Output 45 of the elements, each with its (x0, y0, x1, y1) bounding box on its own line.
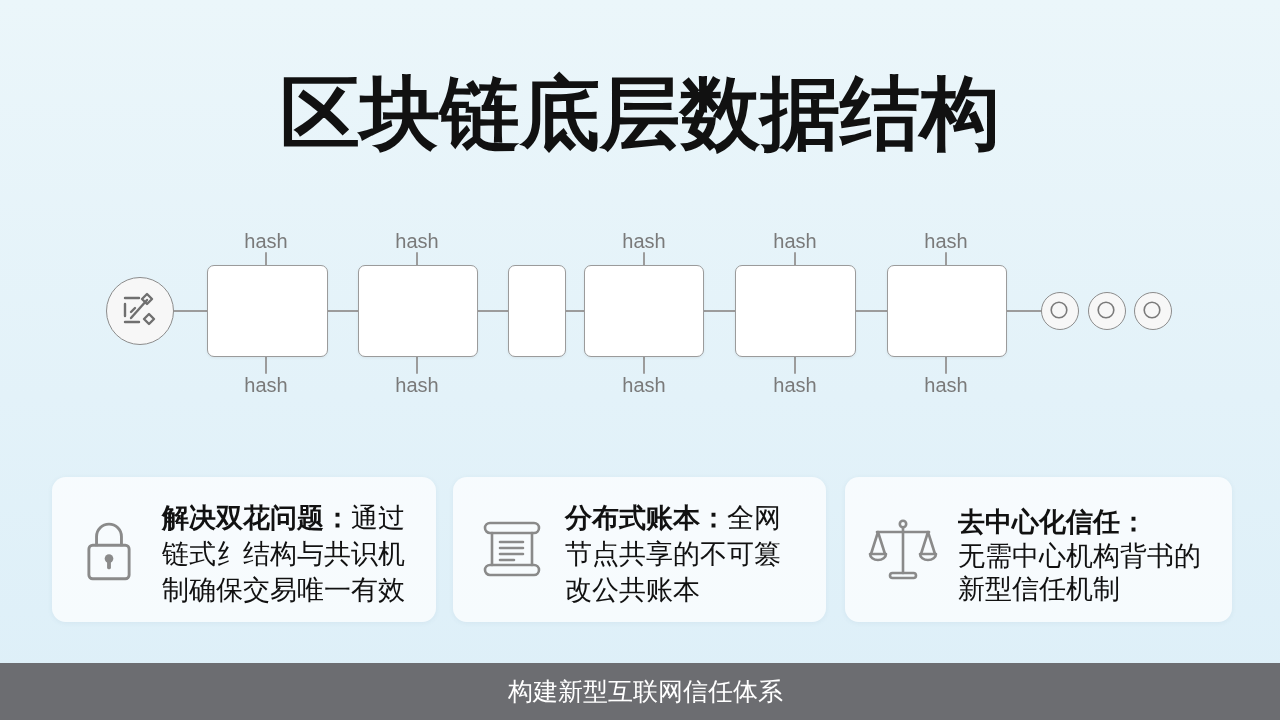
card-text: 解决双花问题：通过链式纟结构与共识机制确保交易唯一有效 (162, 501, 406, 607)
hash-label: hash (395, 229, 439, 253)
card-text: 无需中心机构背书的新型信任机制 (958, 539, 1202, 605)
leader-line (643, 252, 645, 266)
leader-line (416, 252, 418, 266)
hash-label: hash (924, 229, 968, 253)
info-card (453, 477, 826, 622)
chain-link-line (173, 310, 208, 312)
ring-circle (1088, 292, 1126, 330)
leader-line (794, 252, 796, 266)
chain-link-line (1006, 310, 1042, 312)
chain-link-line (327, 310, 359, 312)
chain-link-line (703, 310, 736, 312)
hash-label: hash (622, 229, 666, 253)
block-box (207, 265, 328, 357)
hash-label: hash (622, 373, 666, 397)
hash-label: hash (924, 373, 968, 397)
info-card (52, 477, 436, 622)
block-box (735, 265, 856, 357)
hash-label: hash (244, 373, 288, 397)
leader-line (794, 356, 796, 374)
block-box (887, 265, 1007, 357)
hash-label: hash (773, 373, 817, 397)
leader-line (416, 356, 418, 374)
leader-line (265, 356, 267, 374)
hash-label: hash (244, 229, 288, 253)
caption: 构建新型互联网信任体系 (507, 677, 783, 707)
chain-link-line (477, 310, 509, 312)
leader-line (945, 252, 947, 266)
ring-circle (1134, 292, 1172, 330)
leader-line (265, 252, 267, 266)
block-box (358, 265, 478, 357)
card-text: 分布式账本：全网节点共享的不可篡改公共账本 (565, 501, 782, 607)
chain-link-line (855, 310, 888, 312)
card-heading: 去中心化信任： (958, 505, 1148, 539)
block-box (584, 265, 704, 357)
chain-link-line (565, 310, 585, 312)
leader-line (945, 356, 947, 374)
title: 区块链底层数据结构 (280, 66, 1000, 162)
info-card (845, 477, 1232, 622)
hash-label: hash (395, 373, 439, 397)
block-box (508, 265, 566, 357)
hash-label: hash (773, 229, 817, 253)
ring-circle (1041, 292, 1079, 330)
leader-line (643, 356, 645, 374)
